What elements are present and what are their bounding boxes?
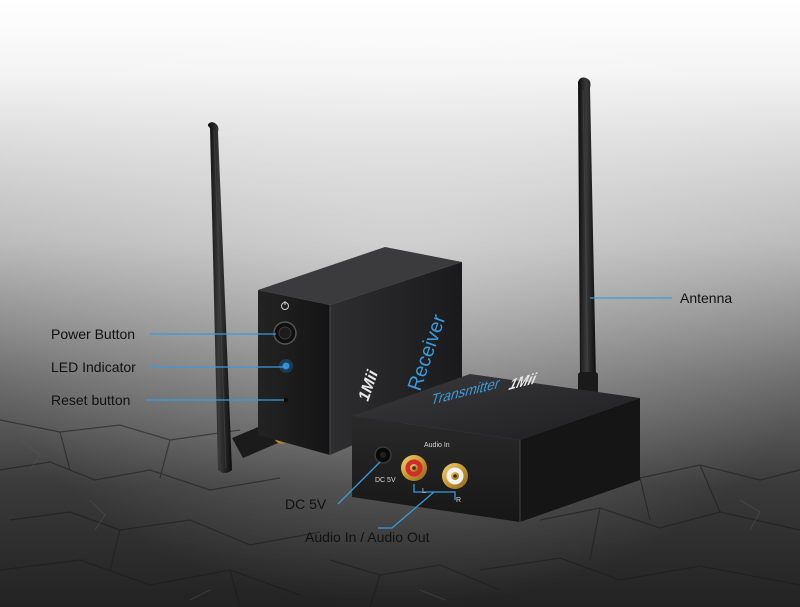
transmitter-unit bbox=[352, 374, 640, 522]
callout-lines bbox=[146, 297, 672, 529]
callout-led-indicator: LED Indicator bbox=[51, 359, 136, 375]
callout-audio-in-out: Audio In / Audio Out bbox=[305, 529, 430, 545]
callout-reset-button: Reset button bbox=[51, 392, 131, 408]
callout-dc-5v: DC 5V bbox=[285, 496, 327, 512]
port-dc-label: DC 5V bbox=[375, 477, 396, 484]
port-r-label: R bbox=[456, 497, 461, 504]
port-audio-label: Audio In bbox=[424, 442, 450, 449]
callout-power-button: Power Button bbox=[51, 326, 136, 342]
callout-antenna: Antenna bbox=[680, 290, 733, 306]
